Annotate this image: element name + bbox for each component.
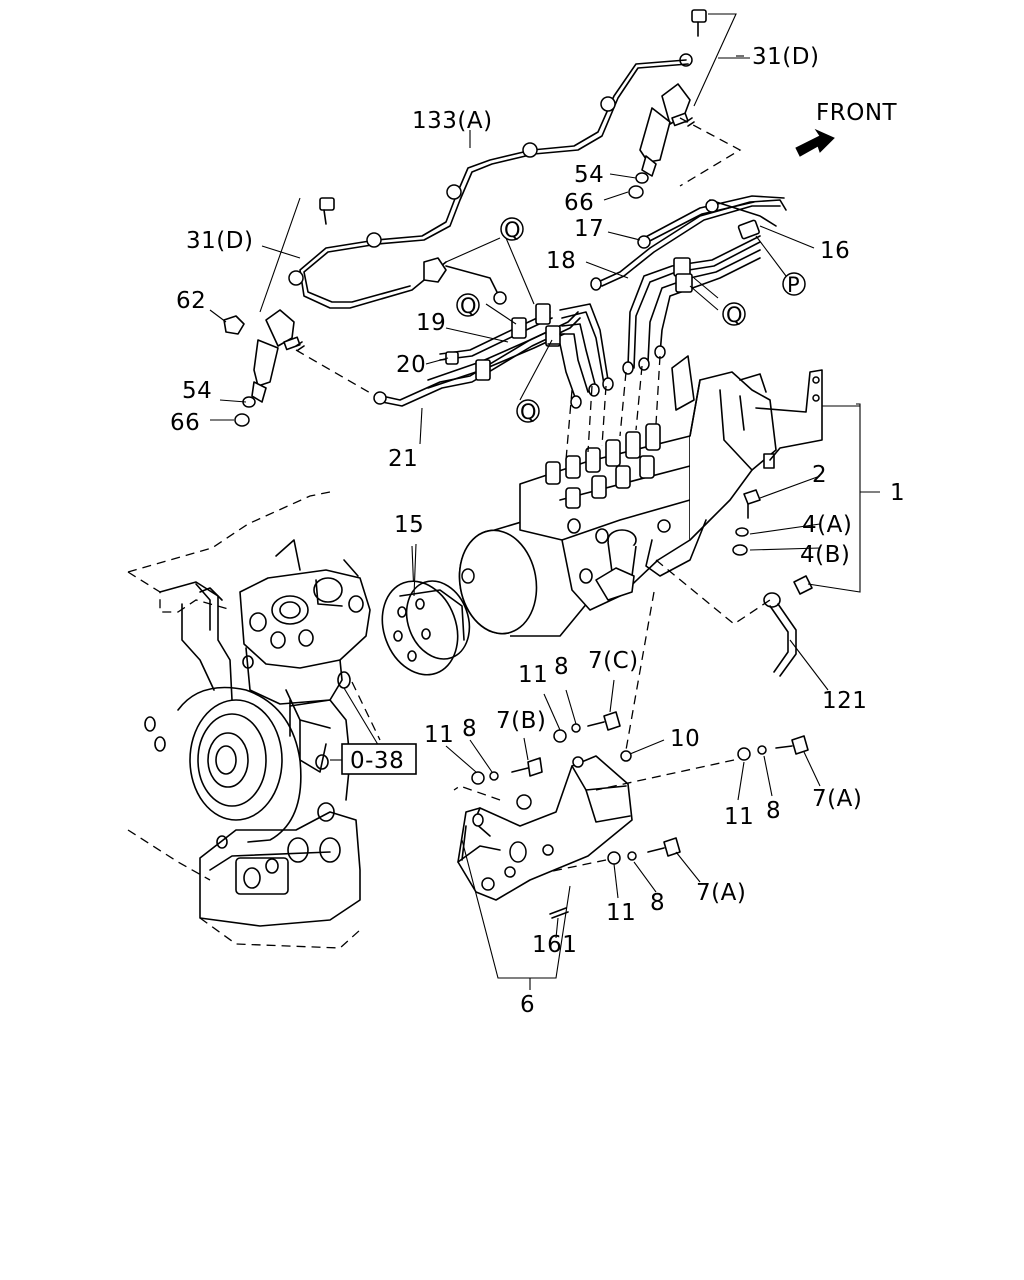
callout-1: 1 <box>890 480 905 506</box>
callout-20: 20 <box>396 352 426 378</box>
callout-8-a: 8 <box>554 654 569 680</box>
callout-17: 17 <box>574 216 604 242</box>
air-compressor-drawing <box>239 539 381 773</box>
bracket-6-drawing <box>457 755 633 901</box>
front-arrow-icon <box>795 128 835 157</box>
callout-11-c: 11 <box>724 804 754 830</box>
assembly-lines <box>295 117 771 873</box>
callout-labels: 31(D) 133(A) 54 66 17 16 18 31(D) 62 19 … <box>170 44 905 1018</box>
circled-letters: Q Q Q Q P <box>456 217 806 424</box>
callout-121: 121 <box>822 688 867 714</box>
callout-62: 62 <box>176 288 206 314</box>
reference-box-label: 0-38 <box>350 748 404 774</box>
circled-letter-p: P <box>787 273 800 297</box>
callout-7a-right: 7(A) <box>812 786 862 812</box>
circled-letter-q: Q <box>520 400 537 424</box>
callout-2: 2 <box>812 462 827 488</box>
callout-11-b: 11 <box>424 722 454 748</box>
callout-66-top: 66 <box>564 190 594 216</box>
front-label: FRONT <box>816 100 898 126</box>
circled-letter-q: Q <box>460 294 477 318</box>
injection-pipes-drawing <box>223 9 813 919</box>
callout-4b: 4(B) <box>800 542 850 568</box>
callout-11-a: 11 <box>518 662 548 688</box>
callout-7a-low: 7(A) <box>696 880 746 906</box>
callout-11-d: 11 <box>606 900 636 926</box>
callout-7b: 7(B) <box>496 708 546 734</box>
callout-6: 6 <box>520 992 535 1018</box>
callout-21: 21 <box>388 446 418 472</box>
callout-8-b: 8 <box>462 716 477 742</box>
callout-15: 15 <box>394 512 424 538</box>
injection-pump-1-drawing <box>458 355 823 637</box>
circled-letter-q: Q <box>726 303 743 327</box>
callout-31d-top: 31(D) <box>752 44 819 70</box>
callout-18: 18 <box>546 248 576 274</box>
callout-66-left: 66 <box>170 410 200 436</box>
callout-161: 161 <box>532 932 577 958</box>
callout-8-c: 8 <box>766 798 781 824</box>
callout-133a: 133(A) <box>412 108 493 134</box>
circled-letter-q: Q <box>504 218 521 242</box>
engine-block-drawing <box>127 491 361 949</box>
callout-4a: 4(A) <box>802 512 852 538</box>
callout-31d-left: 31(D) <box>186 228 253 254</box>
callout-54-top: 54 <box>574 162 604 188</box>
front-direction-indicator: FRONT <box>795 100 898 157</box>
drive-coupling-15-drawing <box>381 545 471 676</box>
callout-10: 10 <box>670 726 700 752</box>
reference-box: 0-38 <box>341 743 417 775</box>
callout-7c: 7(C) <box>588 648 639 674</box>
callout-8-d: 8 <box>650 890 665 916</box>
callout-16: 16 <box>820 238 850 264</box>
callout-54-left: 54 <box>182 378 212 404</box>
leader-lines <box>209 13 880 990</box>
callout-19: 19 <box>416 310 446 336</box>
